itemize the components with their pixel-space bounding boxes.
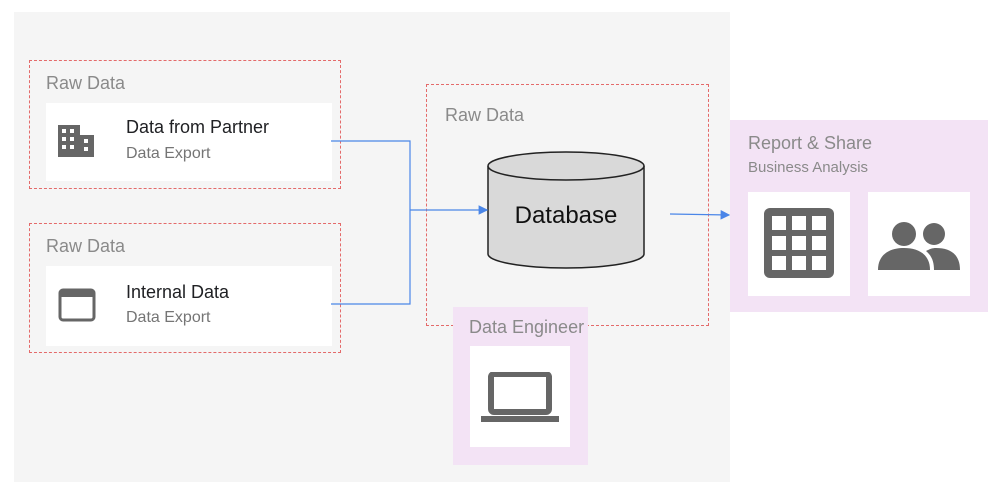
data-engineer-panel: Data Engineer [453,307,588,465]
card-title: Internal Data [126,282,230,302]
group-title: Raw Data [46,73,126,93]
internal-data-card: Internal Data Data Export [46,266,332,346]
people-card [868,192,970,296]
people-icon [878,220,960,277]
card-subtitle: Data Export [126,145,211,162]
database-label: Database [514,202,618,229]
data-from-partner-card: Data from Partner Data Export [46,103,332,181]
panel-subtitle: Business Analysis [748,159,869,176]
card-title: Data from Partner [126,117,270,137]
panel-title: Report & Share [748,133,873,153]
report-share-panel: Report & Share Business Analysis [730,120,988,312]
spreadsheet-grid-icon [762,206,836,285]
panel-title: Data Engineer [469,317,585,337]
database-cylinder [487,151,645,269]
card-subtitle: Data Export [126,309,211,326]
spreadsheet-card [748,192,850,296]
raw-data-group-internal: Raw Data Internal Data Data Export [29,223,341,353]
group-title: Raw Data [46,236,126,256]
group-title: Raw Data [445,105,525,125]
laptop-card [470,346,570,447]
laptop-icon [481,371,559,429]
building-icon [56,123,96,164]
raw-data-group-partner: Raw Data Data from Partner Data Export [29,60,341,189]
window-icon [58,288,98,329]
